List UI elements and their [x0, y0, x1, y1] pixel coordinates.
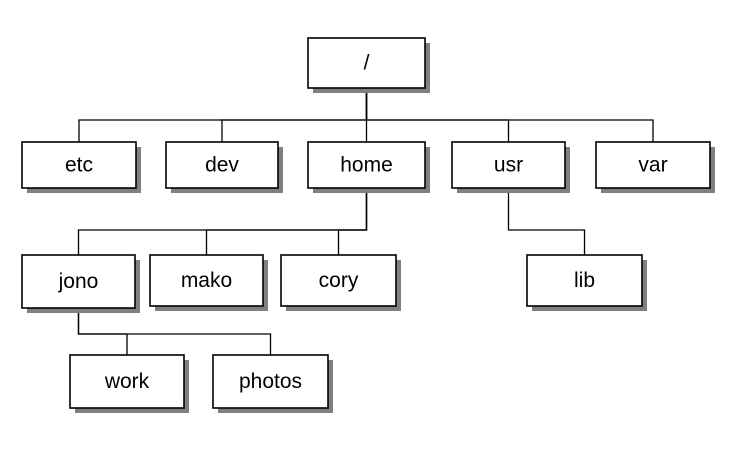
node-mako[interactable]: mako — [149, 254, 268, 311]
node-label-root: / — [364, 52, 370, 75]
node-label-mako: mako — [181, 269, 232, 292]
connector-home-mako — [205, 187, 368, 256]
node-label-jono: jono — [58, 270, 99, 293]
node-usr[interactable]: usr — [451, 141, 570, 193]
connector-root-usr — [365, 87, 510, 143]
node-var[interactable]: var — [595, 141, 715, 193]
node-box-mako[interactable] — [149, 254, 264, 307]
node-label-cory: cory — [319, 269, 359, 292]
node-root[interactable]: / — [307, 37, 430, 93]
node-cory[interactable]: cory — [280, 254, 401, 311]
node-box-dev[interactable] — [165, 141, 279, 189]
node-box-etc[interactable] — [21, 141, 137, 189]
node-lib[interactable]: lib — [526, 254, 647, 311]
node-box-jono[interactable] — [21, 254, 136, 309]
node-box-lib[interactable] — [526, 254, 643, 307]
node-box-cory[interactable] — [280, 254, 397, 307]
node-box-usr[interactable] — [451, 141, 566, 189]
node-label-lib: lib — [574, 269, 595, 292]
node-box-var[interactable] — [595, 141, 711, 189]
node-label-home: home — [340, 154, 393, 177]
node-box-photos[interactable] — [212, 354, 329, 409]
node-jono[interactable]: jono — [21, 254, 140, 313]
connector-jono-work — [77, 307, 128, 356]
node-work[interactable]: work — [69, 354, 189, 413]
connector-root-etc — [78, 87, 368, 143]
node-photos[interactable]: photos — [212, 354, 333, 413]
connector-layer — [77, 87, 654, 356]
node-layer: / etc dev home usr var jono mako cory lib work phot… — [21, 37, 715, 413]
node-label-var: var — [638, 154, 667, 177]
node-label-photos: photos — [239, 370, 302, 393]
connector-home-jono — [77, 187, 368, 256]
node-home[interactable]: home — [307, 141, 430, 193]
node-label-work: work — [104, 370, 150, 393]
connector-root-dev — [221, 87, 368, 143]
node-label-dev: dev — [205, 154, 239, 177]
node-label-etc: etc — [65, 154, 93, 177]
connector-jono-photos — [77, 307, 272, 356]
connector-root-var — [365, 87, 654, 143]
node-box-root[interactable] — [307, 37, 426, 89]
node-label-usr: usr — [494, 154, 523, 177]
node-box-work[interactable] — [69, 354, 185, 409]
node-etc[interactable]: etc — [21, 141, 141, 193]
node-box-home[interactable] — [307, 141, 426, 189]
node-dev[interactable]: dev — [165, 141, 283, 193]
connector-home-cory — [337, 187, 368, 256]
connector-usr-lib — [507, 187, 586, 256]
